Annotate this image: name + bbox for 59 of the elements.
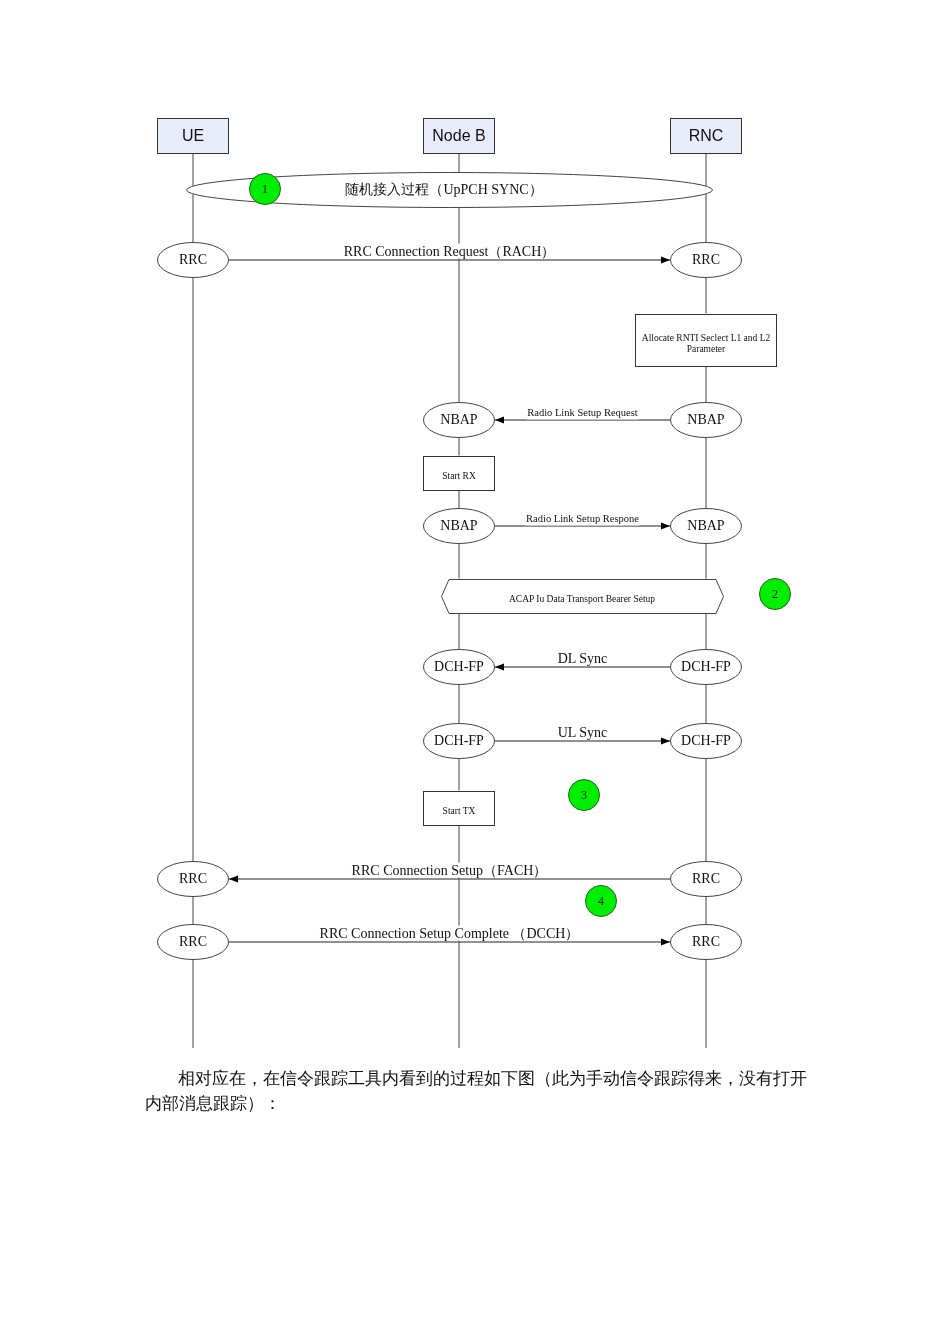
message-label: Radio Link Setup Respone xyxy=(525,513,640,525)
protocol-ellipse: RRC xyxy=(157,242,229,278)
lifeline xyxy=(705,277,707,314)
lifeline xyxy=(705,153,707,187)
protocol-ellipse: NBAP xyxy=(670,508,742,544)
message-label: DL Sync xyxy=(556,650,609,666)
lifeline xyxy=(192,277,194,862)
lifeline xyxy=(192,896,194,925)
lifeline xyxy=(705,366,707,403)
lifeline xyxy=(705,543,707,579)
message-arrow xyxy=(228,938,671,946)
message-label: Radio Link Setup Request xyxy=(526,407,639,419)
message-arrow xyxy=(494,663,671,671)
message-arrow xyxy=(228,256,671,264)
message-arrow xyxy=(494,737,671,745)
lifeline xyxy=(192,959,194,1049)
participant-box: RNC xyxy=(670,118,742,154)
lifeline xyxy=(705,758,707,862)
protocol-ellipse: NBAP xyxy=(423,508,495,544)
protocol-ellipse: RRC xyxy=(670,242,742,278)
protocol-ellipse: RRC xyxy=(670,861,742,897)
protocol-ellipse: DCH-FP xyxy=(670,649,742,685)
lifeline xyxy=(458,684,460,724)
protocol-ellipse: RRC xyxy=(670,924,742,960)
lifeline xyxy=(705,193,707,243)
lifeline xyxy=(458,207,460,403)
lifeline xyxy=(458,437,460,456)
process-box: Allocate RNTI Seclect L1 and L2 Parameter xyxy=(635,313,777,367)
lifeline xyxy=(705,959,707,1049)
protocol-ellipse: RRC xyxy=(157,861,229,897)
lifeline xyxy=(458,613,460,650)
step-number-circle: 4 xyxy=(585,885,617,917)
protocol-ellipse: RRC xyxy=(157,924,229,960)
step-number-circle: 2 xyxy=(759,578,791,610)
participant-box: UE xyxy=(157,118,229,154)
lifeline xyxy=(458,543,460,579)
step-number-circle: 3 xyxy=(568,779,600,811)
process-box: Start RX xyxy=(423,455,495,491)
message-arrow xyxy=(494,416,671,424)
message-arrow xyxy=(494,522,671,530)
lifeline xyxy=(705,613,707,650)
body-paragraph: 相对应在，在信令跟踪工具内看到的过程如下图（此为手动信令跟踪得来，没有打开内部消息跟踪）： xyxy=(145,1068,807,1115)
lifeline xyxy=(705,896,707,925)
participant-box: Node B xyxy=(423,118,495,154)
lifeline xyxy=(192,193,194,243)
lifeline xyxy=(705,684,707,724)
process-box: Start TX xyxy=(423,790,495,826)
lifeline xyxy=(458,490,460,509)
message-arrow xyxy=(228,875,671,883)
lifeline xyxy=(458,758,460,791)
lifeline xyxy=(458,153,460,173)
protocol-ellipse: DCH-FP xyxy=(423,649,495,685)
protocol-ellipse: NBAP xyxy=(670,402,742,438)
protocol-ellipse: DCH-FP xyxy=(423,723,495,759)
lifeline xyxy=(705,437,707,509)
message-label: UL Sync xyxy=(556,724,609,740)
protocol-ellipse: DCH-FP xyxy=(670,723,742,759)
lifeline xyxy=(192,153,194,187)
protocol-ellipse: NBAP xyxy=(423,402,495,438)
